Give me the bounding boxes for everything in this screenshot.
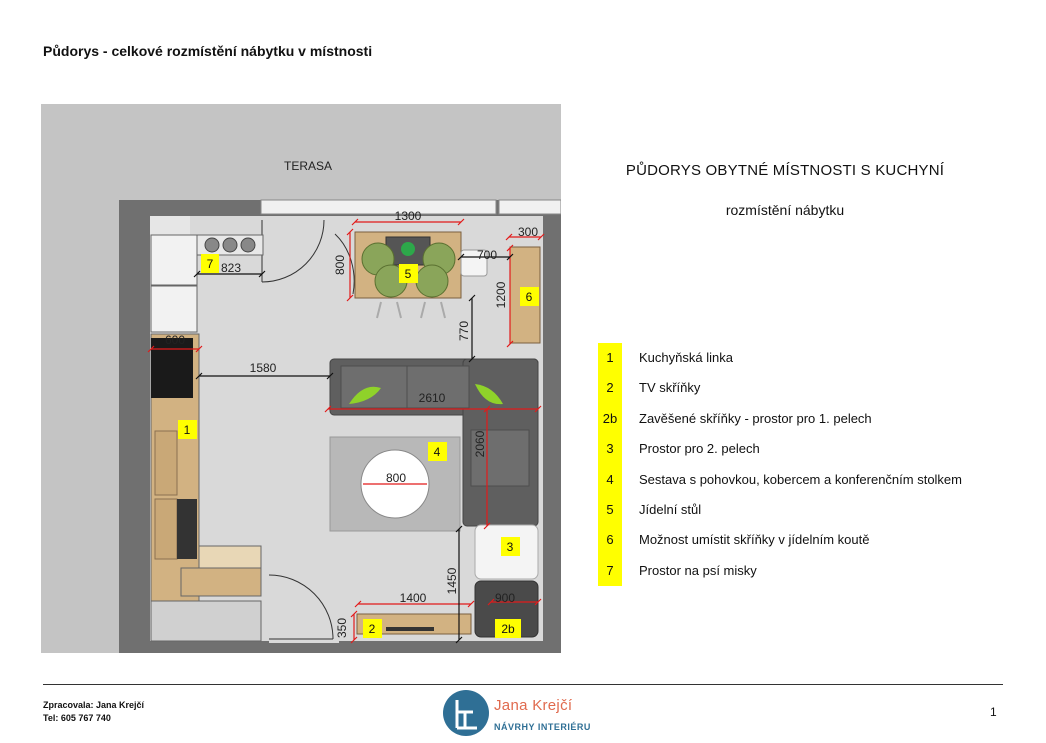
dim-800-table: 800	[333, 255, 347, 275]
dim-1200: 1200	[494, 281, 508, 308]
marker-2: 2	[369, 622, 376, 636]
logo-name: Jana Krejčí	[494, 697, 573, 714]
legend-item: 4 Sestava s pohovkou, kobercem a konfere…	[597, 464, 1017, 495]
legend-item: 2b Zavěšené skříňky - prostor pro 1. pel…	[597, 403, 1017, 435]
legend-number: 3	[598, 434, 622, 465]
marker-4: 4	[434, 445, 441, 459]
marker-1: 1	[184, 423, 191, 437]
legend-item: 7 Prostor na psí misky	[597, 555, 1017, 587]
dim-700: 700	[477, 248, 497, 262]
dim-800-round: 800	[386, 471, 406, 485]
legend-label: Sestava s pohovkou, kobercem a konferenč…	[639, 471, 962, 487]
marker-7: 7	[207, 257, 214, 271]
legend-number: 2b	[598, 403, 622, 435]
house-plan-logo-icon	[443, 690, 489, 736]
dim-900: 900	[495, 591, 515, 605]
legend-number: 4	[598, 464, 622, 495]
legend-label: Možnost umístit skříňky v jídelním koutě	[639, 532, 870, 548]
author-phone: Tel: 605 767 740	[43, 713, 111, 723]
legend-label: Kuchyňská linka	[639, 350, 733, 365]
plan-heading: PŮDORYS OBYTNÉ MÍSTNOSTI S KUCHYNÍ	[625, 162, 945, 179]
logo-tagline: NÁVRHY INTERIÉRU	[494, 722, 591, 732]
author-name: Zpracovala: Jana Krejčí	[43, 700, 145, 710]
marker-3: 3	[507, 540, 514, 554]
dim-1300: 1300	[395, 209, 422, 223]
plan-subheading: rozmístění nábytku	[725, 202, 845, 218]
footer-author: Zpracovala: Jana Krejčí Tel: 605 767 740	[43, 699, 144, 725]
legend-number: 1	[598, 343, 622, 374]
dim-350: 350	[335, 618, 349, 638]
dim-300: 300	[518, 225, 538, 239]
page-title: Půdorys - celkové rozmístění nábytku v m…	[43, 43, 373, 59]
legend-item: 1 Kuchyňská linka	[597, 343, 1017, 374]
legend-label: Prostor na psí misky	[639, 562, 757, 578]
marker-5: 5	[405, 267, 412, 281]
marker-6: 6	[526, 290, 533, 304]
footer-divider	[43, 684, 1003, 685]
legend-label: Prostor pro 2. pelech	[639, 441, 760, 457]
terrace-label: TERASA	[284, 159, 332, 173]
legend-number: 6	[598, 525, 622, 556]
dim-1450: 1450	[445, 567, 459, 594]
dim-2610: 2610	[419, 391, 446, 405]
floor-plan: TERASA	[41, 104, 561, 653]
dim-823: 823	[221, 261, 241, 275]
legend: 1 Kuchyňská linka 2 TV skříňky 2b Zavěše…	[597, 343, 1017, 587]
marker-2b: 2b	[501, 622, 515, 636]
dim-1580: 1580	[250, 361, 277, 375]
page-number: 1	[990, 705, 997, 719]
legend-number: 2	[598, 373, 622, 404]
legend-number: 7	[598, 555, 622, 587]
legend-item: 2 TV skříňky	[597, 373, 1017, 404]
legend-label: Jídelní stůl	[639, 501, 702, 517]
legend-label: Zavěšené skříňky - prostor pro 1. pelech	[639, 410, 872, 426]
legend-number: 5	[598, 494, 622, 526]
legend-item: 5 Jídelní stůl	[597, 494, 1017, 526]
dim-600: 600	[165, 333, 185, 347]
dim-770: 770	[457, 321, 471, 341]
dim-2060: 2060	[473, 430, 487, 457]
dim-1400: 1400	[400, 591, 427, 605]
legend-label: TV skříňky	[639, 380, 701, 396]
legend-item: 6 Možnost umístit skříňky v jídelním kou…	[597, 525, 1017, 556]
legend-item: 3 Prostor pro 2. pelech	[597, 434, 1017, 465]
